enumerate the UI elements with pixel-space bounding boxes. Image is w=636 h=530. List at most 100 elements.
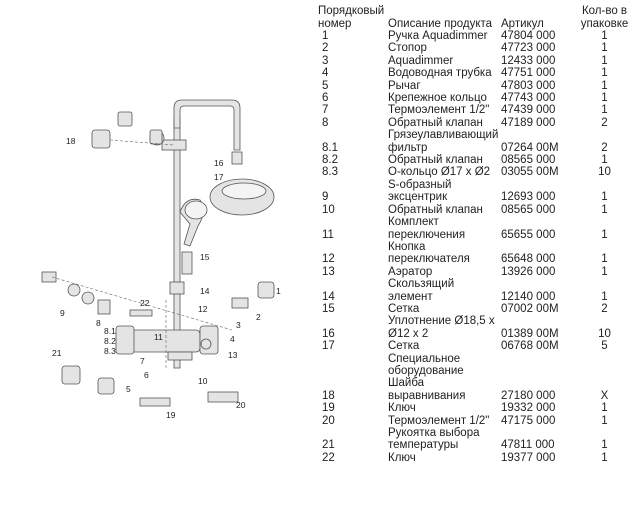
callout-22: 22 bbox=[140, 298, 150, 308]
cell-description: Обратный клапан bbox=[388, 203, 483, 216]
cell-description: Обратный клапан bbox=[388, 116, 483, 129]
callout-5: 5 bbox=[126, 384, 131, 394]
cell-quantity: 5 bbox=[601, 340, 608, 353]
slider-clamp bbox=[181, 251, 193, 275]
cell-description: Термоэлемент 1/2" bbox=[388, 104, 490, 117]
header-quantity: Кол-во в упаковке bbox=[580, 5, 629, 30]
cell-number: 16 bbox=[322, 327, 335, 340]
cell-article: 06768 00M bbox=[501, 340, 559, 353]
cell-article: 12433 000 bbox=[501, 54, 556, 67]
cell-article: 65655 000 bbox=[501, 228, 556, 241]
cell-description: Крепежное кольцо bbox=[388, 92, 487, 105]
cell-number: 9 bbox=[322, 191, 329, 204]
cell-number: 19 bbox=[322, 402, 335, 415]
cell-quantity: 1 bbox=[601, 439, 608, 452]
cell-quantity: 1 bbox=[601, 203, 608, 216]
callout-8-1: 8.1 bbox=[104, 326, 116, 336]
callout-13: 13 bbox=[228, 350, 238, 360]
cell-description: Ключ bbox=[388, 402, 416, 415]
cell-number: 13 bbox=[322, 265, 335, 278]
callout-6: 6 bbox=[144, 370, 149, 380]
cell-article: 08565 000 bbox=[501, 154, 556, 167]
cell-article: 47811 000 bbox=[501, 439, 555, 452]
cell-number: 18 bbox=[322, 389, 335, 402]
callout-15: 15 bbox=[200, 252, 210, 262]
cell-description: Водоводная трубка bbox=[388, 67, 492, 80]
cell-description: Ручка Aquadimmer bbox=[388, 30, 488, 42]
callout-8-3: 8.3 bbox=[104, 346, 116, 356]
cell-article: 07002 00M bbox=[501, 302, 559, 315]
cell-number: 14 bbox=[322, 290, 335, 303]
cell-article: 03055 00M bbox=[501, 166, 559, 179]
cell-quantity: 1 bbox=[601, 228, 608, 241]
cell-quantity: 1 bbox=[601, 67, 608, 80]
callout-20: 20 bbox=[236, 400, 246, 410]
cell-quantity: 1 bbox=[601, 154, 608, 167]
cell-number: 8.2 bbox=[322, 154, 338, 167]
cell-article: 01389 00M bbox=[501, 327, 559, 340]
cell-number: 8.1 bbox=[322, 141, 338, 154]
exploded-parts-diagram: 18 16 17 15 14 1 2 22 12 9 8 8.1 8.2 8.3… bbox=[41, 99, 281, 420]
cell-number: 12 bbox=[322, 253, 335, 266]
cell-article: 47804 000 bbox=[501, 30, 556, 42]
thermostat-handle-left bbox=[115, 325, 135, 355]
cell-quantity: 2 bbox=[601, 116, 608, 129]
cell-description: Скользящий элемент bbox=[388, 278, 455, 303]
filter bbox=[81, 291, 95, 305]
header-description: Описание продукта bbox=[388, 17, 493, 30]
cell-quantity: 2 bbox=[601, 302, 608, 315]
callout-14: 14 bbox=[200, 286, 210, 296]
callout-4: 4 bbox=[230, 334, 235, 344]
rosette bbox=[117, 111, 133, 127]
cell-description: Ключ bbox=[388, 451, 416, 464]
cell-number: 4 bbox=[322, 67, 329, 80]
cell-article: 27180 000 bbox=[501, 389, 556, 402]
cell-number: 3 bbox=[322, 54, 329, 67]
thermostat-body bbox=[129, 329, 201, 353]
cell-quantity: 2 bbox=[601, 141, 608, 154]
header-article: Артикул bbox=[501, 17, 544, 30]
cell-number: 10 bbox=[322, 203, 335, 216]
callout-10: 10 bbox=[198, 376, 208, 386]
cell-number: 15 bbox=[322, 302, 335, 315]
cell-description: Уплотнение Ø18,5 x Ø12 x 2 bbox=[388, 315, 495, 340]
cell-description: Аэратор bbox=[388, 265, 433, 278]
part-5 bbox=[97, 377, 115, 395]
callout-18: 18 bbox=[66, 136, 76, 146]
wrench-22 bbox=[129, 309, 153, 317]
cell-quantity: 1 bbox=[601, 92, 608, 105]
aerator bbox=[200, 338, 212, 350]
table-header-row: Порядковый номер Описание продукта Артик… bbox=[318, 0, 636, 30]
thermo-element-20 bbox=[207, 391, 239, 403]
cell-description: S-образный эксцентрик bbox=[388, 178, 452, 204]
callout-21: 21 bbox=[52, 348, 62, 358]
o-ring bbox=[67, 283, 81, 297]
cell-number: 22 bbox=[322, 451, 335, 464]
spout bbox=[167, 351, 193, 361]
cell-description: Стопор bbox=[388, 42, 427, 55]
cell-article: 47175 000 bbox=[501, 414, 556, 427]
callout-12: 12 bbox=[198, 304, 208, 314]
shower-connector bbox=[231, 151, 243, 165]
cell-number: 8 bbox=[322, 116, 329, 129]
cell-article: 12140 000 bbox=[501, 290, 556, 303]
cell-description: Aquadimmer bbox=[388, 54, 454, 67]
cell-article: 47189 000 bbox=[501, 116, 556, 129]
callout-8: 8 bbox=[96, 318, 101, 328]
callout-7: 7 bbox=[140, 356, 145, 366]
cap-right bbox=[257, 281, 275, 299]
rosette-2 bbox=[149, 129, 163, 145]
